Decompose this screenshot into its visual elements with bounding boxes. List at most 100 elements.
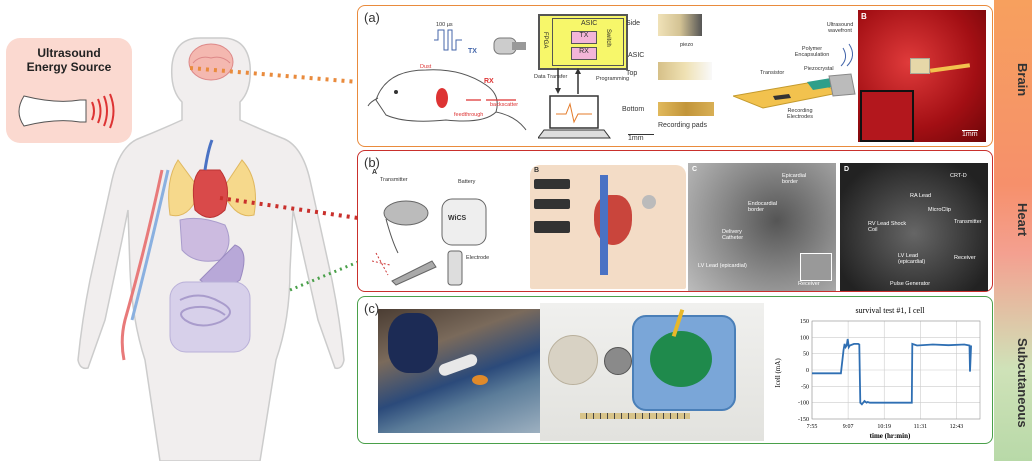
fpga-asic-board: FPGA ASIC TX RX Switch [538, 14, 628, 70]
switch-label: Switch [605, 29, 611, 47]
chart-ylabel: Icell (mA) [774, 358, 782, 388]
rx-label: RX [484, 78, 494, 85]
pulse-label: 100 µs [436, 22, 453, 28]
polymer-label: Polymer Encapsulation [794, 46, 830, 58]
transmitter-d-label: Transmitter [954, 219, 982, 225]
battery-label: Battery [458, 179, 476, 185]
chart-y-tick-label: 50 [803, 352, 809, 358]
region-color-band [994, 0, 1032, 461]
panel-b-tag: (b) [364, 155, 380, 170]
panel-heart: (b) A Transmitter Battery WiCS Electrode… [357, 150, 993, 292]
receiver-d-label: Receiver [954, 255, 976, 261]
photo-b-label: B [861, 12, 867, 21]
dust-label: Dust [420, 64, 432, 70]
top-label: Top [626, 70, 638, 77]
band-label-brain: Brain [1015, 63, 1030, 97]
rat-schematic [367, 29, 527, 131]
chart-series-line [812, 338, 972, 406]
chart-grid [811, 320, 981, 420]
wics-label: WiCS [448, 215, 467, 222]
asic-box: ASIC TX RX Switch [552, 18, 624, 66]
chart-x-tick-label: 7:55 [807, 424, 818, 430]
side-label: Side [626, 20, 641, 27]
laptop-icon [538, 68, 611, 139]
energy-beams [190, 66, 359, 292]
subpanel-c-label: C [692, 166, 698, 173]
delivery-catheter-label: Delivery Catheter [722, 229, 744, 241]
epicardial-border-label: Epicardial border [782, 173, 807, 185]
icell-chart: survival test #1, I cell Icell (mA) time… [774, 306, 981, 440]
recording-pads-label: Recording pads [658, 122, 708, 129]
recording-electrodes-label: Recording Electrodes [787, 108, 813, 120]
fpga-label: FPGA [542, 32, 548, 49]
asic-label: ASIC [581, 20, 598, 27]
panel-a-tag: (a) [364, 10, 380, 25]
surgery-photo [378, 309, 540, 433]
chart-y-tick-label: -50 [801, 384, 809, 390]
lv-lead-label: LV Lead (epicardial) [698, 263, 747, 269]
pulse-generator-label: Pulse Generator [890, 281, 931, 287]
scale-1mm-label: 1mm [628, 134, 654, 142]
backscatter-label: backscatter [490, 102, 519, 108]
tx-label: TX [468, 48, 477, 55]
panel-subcutaneous: (c) survival test #1, I cell Icell (mA) … [357, 296, 993, 444]
source-title-line2: Energy Source [26, 60, 112, 74]
wavefront-label: Ultrasound wavefront [826, 22, 854, 34]
tx-box: TX [571, 31, 597, 44]
chart-plot-frame [811, 320, 981, 420]
transducer-icon [18, 93, 115, 129]
programming-label: Programming [596, 76, 630, 82]
chart-title: survival test #1, I cell [855, 306, 925, 315]
band-label-heart: Heart [1015, 203, 1030, 237]
chart-y-tick-label: -100 [798, 401, 809, 407]
photo-scale-label: 1mm [962, 130, 978, 138]
transducer-probe-icon [493, 37, 526, 55]
data-transfer-label: Data Transfer [534, 74, 568, 80]
chart-y-tick-label: -150 [798, 417, 809, 423]
device-photo [540, 303, 764, 441]
device-schematic [733, 43, 856, 109]
source-title: Ultrasound Energy Source [6, 46, 132, 74]
asic2-label: ASIC [628, 52, 645, 59]
wics-device-illustration [372, 198, 487, 286]
subpanel-b-label: B [534, 167, 540, 174]
chart-y-ticks: 150 100 50 0 -50 -100 -150 [798, 319, 809, 423]
chart-x-tick-label: 12:43 [950, 424, 964, 430]
xray-d: D CRT-D RA Lead MicroClip Transmitter RV… [840, 163, 988, 291]
subpanel-a-label: A [372, 169, 378, 176]
panel-brain: (a) 100 µs TX RX Dust feedthrough backsc… [357, 5, 993, 147]
feedthrough-label: feedthrough [454, 112, 484, 118]
microclip-label: MicroClip [928, 207, 951, 213]
ra-lead-label: RA Lead [910, 193, 932, 199]
piezocrystal-label: Piezocrystal [804, 66, 834, 72]
rv-lead-label: RV Lead Shock Coil [868, 221, 907, 233]
crt-d-label: CRT-D [950, 173, 967, 179]
chart-x-tick-label: 10:19 [877, 424, 891, 430]
transmitter-label: Transmitter [380, 177, 408, 183]
ultrasound-source-box: Ultrasound Energy Source [6, 38, 132, 143]
electrode-label: Electrode [466, 255, 490, 261]
chart-y-tick-label: 100 [800, 335, 809, 341]
chart-x-tick-label: 9:07 [843, 424, 854, 430]
side-photo [658, 14, 702, 36]
lv-lead-d-label: LV Lead (epicardial) [898, 253, 926, 265]
endocardial-border-label: Endocardial border [748, 201, 778, 213]
human-body-illustration [77, 37, 345, 461]
source-title-line1: Ultrasound [37, 46, 101, 60]
bottom-photo [658, 102, 714, 116]
top-photo [658, 62, 712, 80]
fluoroscopy-c: C Epicardial border Endocardial border D… [688, 163, 836, 291]
panel-c-tag: (c) [364, 301, 380, 316]
thorax-illustration: B [530, 165, 686, 289]
band-label-subcutaneous: Subcutaneous [1015, 338, 1030, 428]
chart-xlabel: time (hr:min) [870, 432, 911, 440]
bottom-label: Bottom [622, 106, 645, 113]
rx-box: RX [571, 47, 597, 60]
receiver-label: Receiver [798, 281, 820, 287]
piezo-label: piezo [680, 42, 694, 48]
implant-photo: B 1mm [858, 10, 986, 142]
chart-y-tick-label: 0 [806, 368, 809, 374]
transistor-label: Transistor [760, 70, 785, 76]
subpanel-d-label: D [844, 166, 850, 173]
chart-y-tick-label: 150 [800, 319, 809, 325]
